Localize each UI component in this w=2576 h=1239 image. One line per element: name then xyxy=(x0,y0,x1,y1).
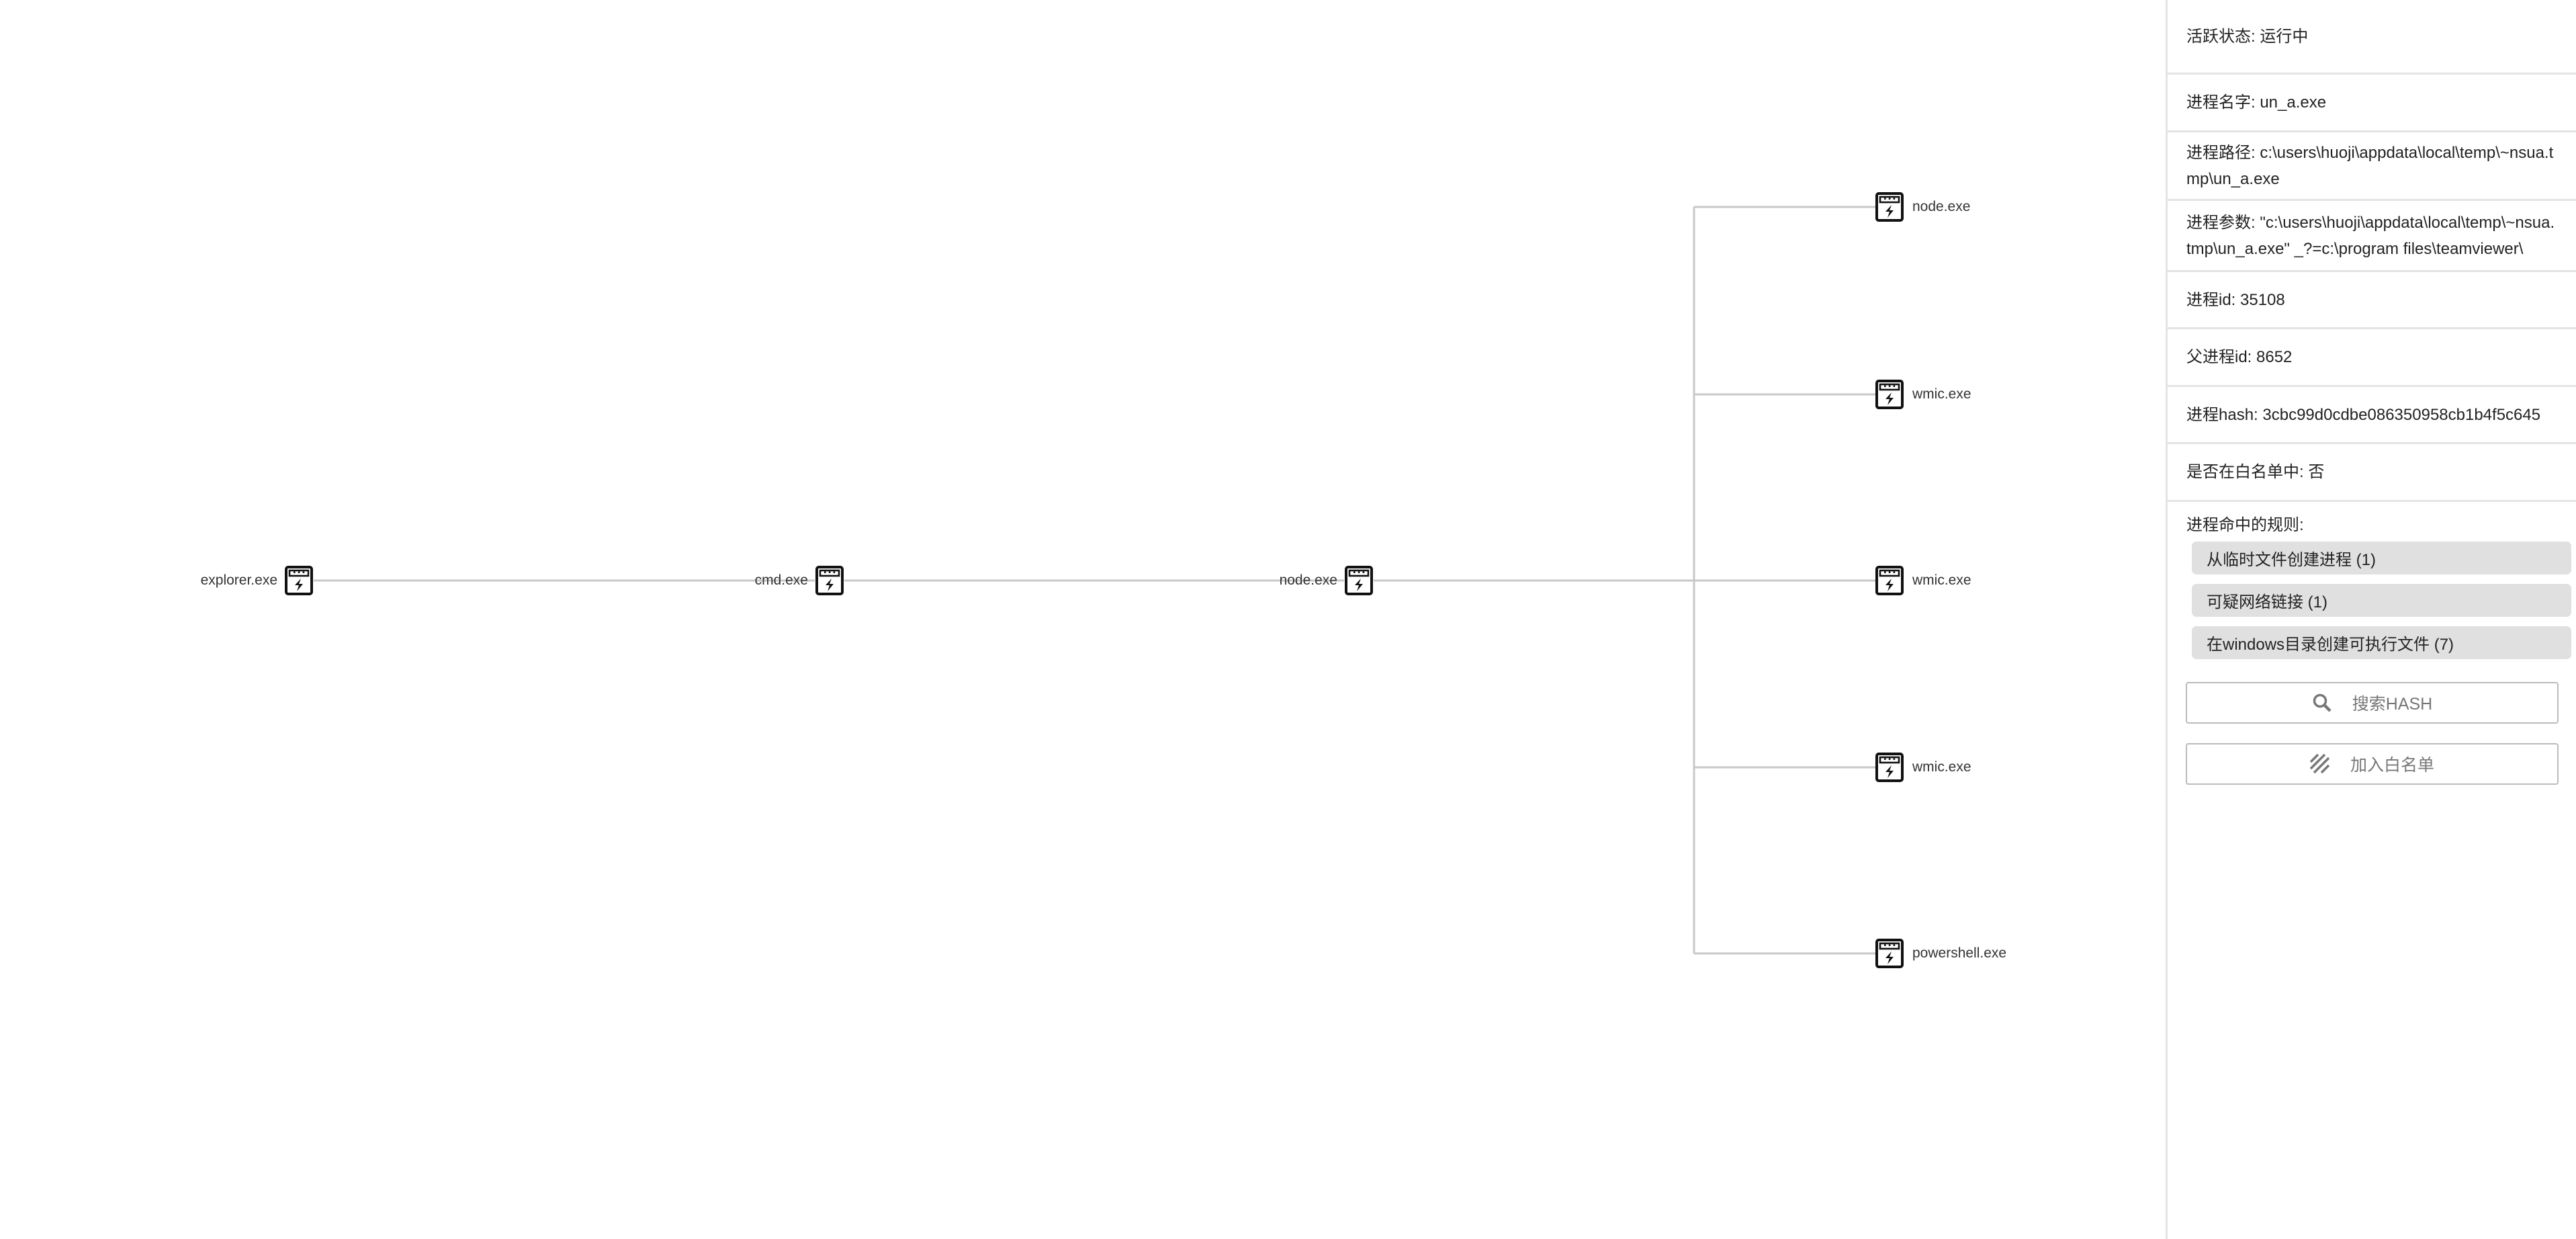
tree-edges xyxy=(314,206,1875,955)
search-hash-button[interactable]: 搜索HASH xyxy=(2186,682,2559,724)
status-text: 活跃状态: 运行中 xyxy=(2186,27,2309,46)
process-node-label: node.exe xyxy=(1279,572,1337,588)
rule-tag[interactable]: 可疑网络链接 (1) xyxy=(2192,584,2571,617)
process-node-child[interactable]: wmic.exe xyxy=(1875,752,1971,783)
process-node-label: wmic.exe xyxy=(1912,759,1971,775)
whitelist-stripes-icon xyxy=(2309,754,2330,774)
process-lightning-icon[interactable] xyxy=(1875,191,1904,222)
process-lightning-icon[interactable] xyxy=(815,565,844,596)
hash-row: 进程hash: 3cbc99d0cdbe086350958cb1b4f5c645 xyxy=(2168,387,2576,444)
name-row: 进程名字: un_a.exe xyxy=(2168,75,2576,132)
process-node-child[interactable]: powershell.exe xyxy=(1875,938,2006,969)
process-lightning-icon[interactable] xyxy=(1875,379,1904,410)
process-hash-text: 进程hash: 3cbc99d0cdbe086350958cb1b4f5c645 xyxy=(2186,405,2541,424)
process-node-label: explorer.exe xyxy=(200,572,277,588)
parent-process-id-text: 父进程id: 8652 xyxy=(2186,348,2293,366)
process-lightning-icon[interactable] xyxy=(1875,752,1904,783)
process-node-label: node.exe xyxy=(1912,199,1971,214)
path-row: 进程路径: c:\users\huoji\appdata\local\temp\… xyxy=(2168,132,2576,201)
process-node-label: wmic.exe xyxy=(1912,572,1971,588)
process-name-text: 进程名字: un_a.exe xyxy=(2186,93,2327,112)
process-node-cmd[interactable]: cmd.exe xyxy=(755,565,844,596)
search-icon xyxy=(2313,693,2331,712)
pid-row: 进程id: 35108 xyxy=(2168,272,2576,329)
process-node-label: wmic.exe xyxy=(1912,386,1971,402)
search-hash-label: 搜索HASH xyxy=(2352,695,2433,714)
process-node-label: powershell.exe xyxy=(1912,945,2007,961)
rule-tag[interactable]: 在windows目录创建可执行文件 (7) xyxy=(2192,626,2571,659)
whitelist-row: 是否在白名单中: 否 xyxy=(2168,444,2576,502)
process-node-label: cmd.exe xyxy=(754,572,808,588)
process-node-explorer[interactable]: explorer.exe xyxy=(201,565,314,596)
process-path-text: 进程路径: c:\users\huoji\appdata\local\temp\… xyxy=(2186,143,2554,188)
process-tree-graph[interactable]: explorer.exe cmd.exe node.exe node.exe w… xyxy=(0,0,2166,1239)
process-lightning-icon[interactable] xyxy=(284,565,314,596)
process-node-child[interactable]: node.exe xyxy=(1875,191,1970,222)
add-whitelist-button[interactable]: 加入白名单 xyxy=(2186,743,2559,785)
rules-title: 进程命中的规则: xyxy=(2186,516,2304,534)
args-row: 进程参数: "c:\users\huoji\appdata\local\temp… xyxy=(2168,201,2576,272)
process-node-node[interactable]: node.exe xyxy=(1280,565,1374,596)
process-detail-panel: 活跃状态: 运行中 进程名字: un_a.exe 进程路径: c:\users\… xyxy=(2166,0,2576,1239)
process-args-text: 进程参数: "c:\users\huoji\appdata\local\temp… xyxy=(2186,213,2555,258)
process-id-text: 进程id: 35108 xyxy=(2186,290,2285,309)
process-lightning-icon[interactable] xyxy=(1344,565,1374,596)
add-whitelist-label: 加入白名单 xyxy=(2350,756,2434,775)
process-lightning-icon[interactable] xyxy=(1875,565,1904,596)
ppid-row: 父进程id: 8652 xyxy=(2168,329,2576,387)
process-node-child[interactable]: wmic.exe xyxy=(1875,379,1971,410)
process-node-child[interactable]: wmic.exe xyxy=(1875,565,1971,596)
whitelist-status-text: 是否在白名单中: 否 xyxy=(2186,463,2325,481)
status-row: 活跃状态: 运行中 xyxy=(2168,0,2576,75)
process-lightning-icon[interactable] xyxy=(1875,938,1904,969)
rule-tag[interactable]: 从临时文件创建进程 (1) xyxy=(2192,542,2571,574)
